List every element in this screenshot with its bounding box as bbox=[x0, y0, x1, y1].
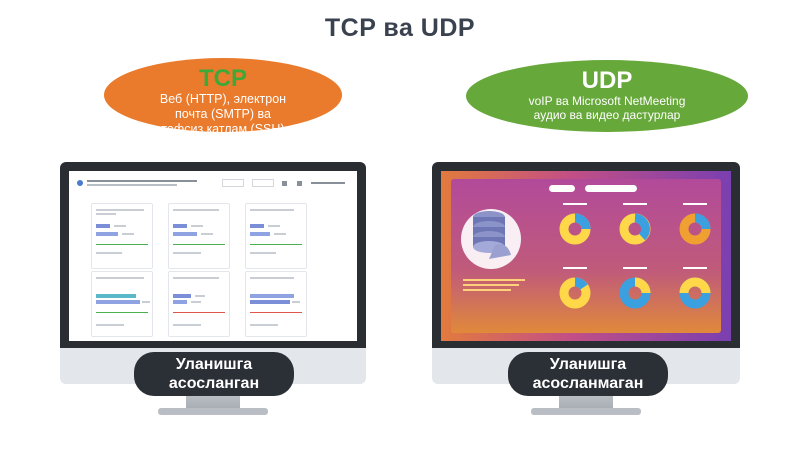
dashboard-card bbox=[168, 203, 230, 269]
udp-caption-line: асосланмаган bbox=[532, 375, 644, 392]
tcp-caption-line: Уланишга bbox=[175, 356, 253, 373]
udp-caption: Уланишга асосланмаган bbox=[508, 352, 668, 396]
donut-charts-grid bbox=[559, 203, 711, 309]
tcp-description-line: Веб (HTTP), электрон bbox=[159, 92, 287, 106]
tcp-description-line: почта (SMTP) ва bbox=[175, 107, 271, 121]
dashboard-card bbox=[168, 271, 230, 337]
monitor-stand-base bbox=[531, 408, 641, 415]
tcp-description-line: тафсиз қатлам (SSH) bbox=[161, 122, 285, 136]
dashboard-toolbar bbox=[77, 177, 349, 193]
media-infographic bbox=[451, 179, 721, 333]
udp-media-screenshot bbox=[441, 171, 731, 341]
udp-description-line: аудио ва видео дастурлар bbox=[533, 108, 681, 122]
tcp-bubble: TCP Веб (HTTP), электрон почта (SMTP) ва… bbox=[104, 58, 342, 136]
dashboard-card bbox=[245, 203, 307, 269]
udp-description-line: voIP ва Microsoft NetMeeting bbox=[528, 94, 686, 108]
udp-caption-line: Уланишга bbox=[549, 356, 627, 373]
server-stack-illustration bbox=[461, 209, 521, 269]
udp-bubble: UDP voIP ва Microsoft NetMeeting аудио в… bbox=[466, 60, 748, 132]
dashboard-card bbox=[91, 271, 153, 337]
tcp-caption: Уланишга асосланган bbox=[134, 352, 294, 396]
tcp-dashboard-screenshot bbox=[69, 171, 357, 341]
tcp-protocol-label: TCP bbox=[199, 65, 247, 92]
page-title: TCP ва UDP bbox=[324, 14, 476, 42]
dashboard-card bbox=[245, 271, 307, 337]
udp-protocol-label: UDP bbox=[581, 67, 633, 94]
udp-monitor bbox=[432, 162, 740, 422]
dashboard-card bbox=[91, 203, 153, 269]
tcp-monitor bbox=[60, 162, 366, 422]
monitor-stand-base bbox=[158, 408, 268, 415]
tcp-caption-line: асосланган bbox=[168, 375, 260, 392]
